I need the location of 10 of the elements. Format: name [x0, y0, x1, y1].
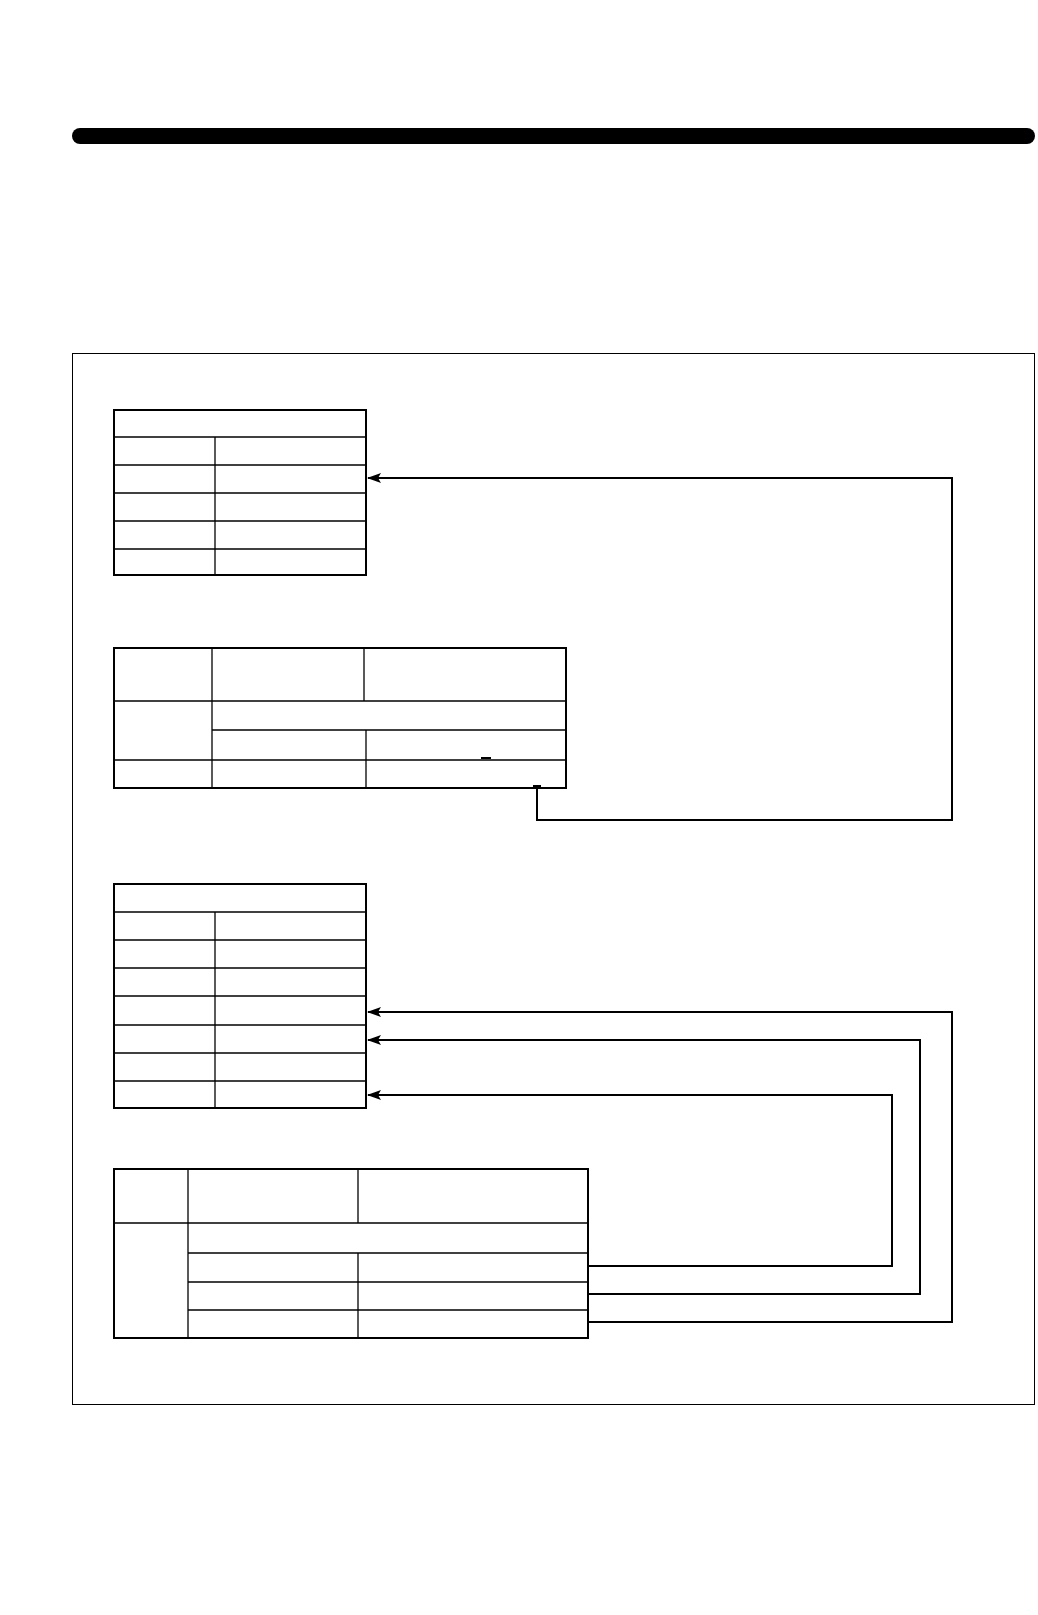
rule-bar — [72, 128, 1035, 144]
empty-table — [113, 1168, 589, 1339]
empty-table — [113, 409, 367, 576]
arrow — [367, 1090, 893, 1267]
arrow — [367, 473, 953, 821]
arrow — [367, 1007, 953, 1323]
empty-table — [113, 647, 567, 789]
frame-box — [72, 353, 1035, 1405]
arrow — [367, 1035, 921, 1295]
empty-table — [113, 883, 367, 1109]
